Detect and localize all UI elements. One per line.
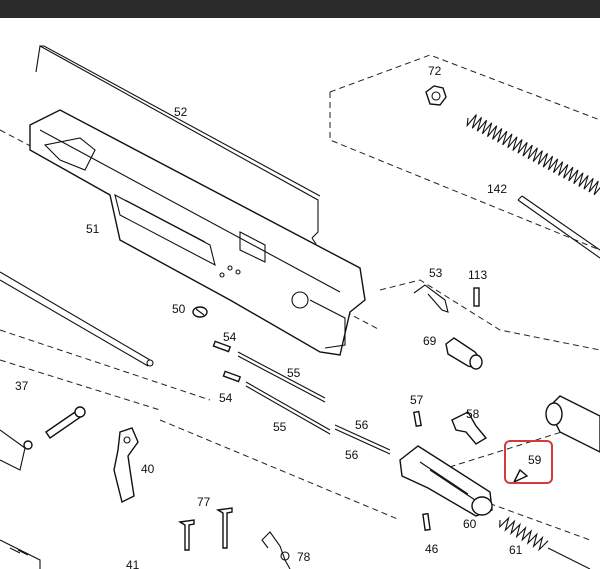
part-56-springs (334, 424, 391, 455)
callout-61: 61 (509, 543, 523, 557)
callout-59: 59 (528, 453, 542, 467)
part-72-spring (466, 114, 600, 196)
callout-54-lower: 54 (219, 391, 233, 405)
part-59-highlight-box (504, 440, 553, 484)
callout-69: 69 (423, 334, 437, 348)
part-113-pin (473, 287, 480, 307)
part-41-housing (0, 539, 41, 569)
part-55-spring-lower (245, 381, 331, 435)
exploded-parts-diagram: 72 52 142 51 53 113 50 69 54 55 37 54 55… (0, 45, 600, 569)
callout-142: 142 (487, 182, 507, 196)
callout-40: 40 (141, 462, 155, 476)
part-61-spring (499, 516, 591, 569)
part-59-tip (512, 468, 529, 484)
part-60-bolt (399, 445, 493, 517)
callout-58: 58 (466, 407, 480, 421)
callout-55-upper: 55 (287, 366, 301, 380)
part-50-screw (192, 306, 208, 318)
callout-52: 52 (174, 105, 188, 119)
part-long-rod-left (0, 271, 154, 367)
part-77-pins (177, 507, 233, 551)
part-78-spring (261, 531, 291, 569)
callout-50: 50 (172, 302, 186, 316)
callout-37: 37 (15, 379, 29, 393)
part-40-trigger (113, 427, 139, 504)
part-69-plunger (445, 337, 483, 370)
callout-56-upper: 56 (355, 418, 369, 432)
part-51-receiver (29, 109, 366, 356)
part-142-guide-rod (517, 195, 600, 259)
part-57-pin (413, 410, 422, 428)
part-53-clip (413, 284, 449, 313)
part-72-nut (425, 85, 447, 106)
callout-113: 113 (468, 268, 487, 282)
callout-56-lower: 56 (345, 448, 359, 462)
callout-51: 51 (86, 222, 100, 236)
callout-41: 41 (126, 558, 140, 569)
callout-72: 72 (428, 64, 442, 78)
part-37-screw (0, 406, 86, 471)
part-52-rod (35, 45, 321, 245)
part-barrel-right (545, 395, 600, 453)
top-bar (0, 0, 600, 18)
part-58-latch (451, 411, 488, 445)
part-46-screw (422, 512, 431, 531)
callout-55-lower: 55 (273, 420, 287, 434)
callout-54-upper: 54 (223, 330, 237, 344)
callout-78: 78 (297, 550, 311, 564)
callout-60: 60 (463, 517, 477, 531)
part-55-spring-upper (237, 351, 326, 403)
callout-labels: 72 52 142 51 53 113 50 69 54 55 37 54 55… (15, 64, 542, 569)
part-54-pin-upper (212, 340, 232, 353)
callout-53: 53 (429, 266, 443, 280)
callout-57: 57 (410, 393, 424, 407)
callout-77: 77 (197, 495, 211, 509)
part-54-pin-lower (222, 370, 242, 383)
callout-46: 46 (425, 542, 439, 556)
